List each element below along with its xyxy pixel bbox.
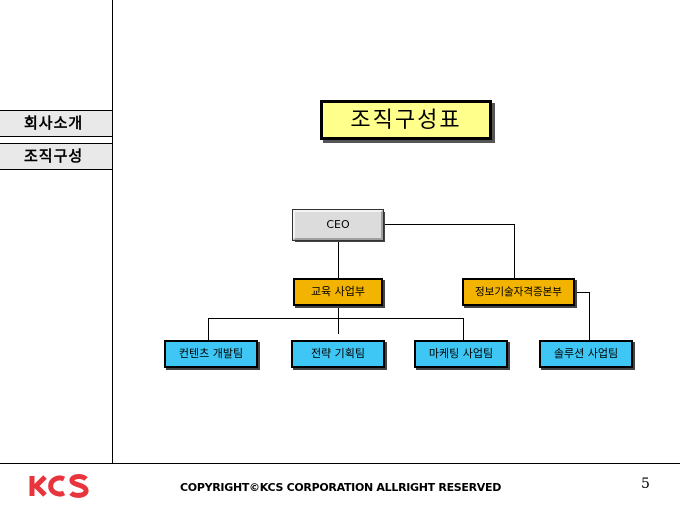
org-node-marketing-team: 마케팅 사업팀 <box>414 340 508 368</box>
connector-team-bar <box>208 318 464 319</box>
org-node-contents-team: 컨텐츠 개발팀 <box>164 340 258 368</box>
connector-edu-down <box>338 306 339 334</box>
connector-ceo-down <box>338 240 339 278</box>
connector-info-right <box>575 292 590 293</box>
sidebar-item-label: 회사소개 <box>24 114 84 132</box>
connector-solution <box>589 292 590 340</box>
org-node-ceo: CEO <box>292 209 384 241</box>
copyright-text: COPYRIGHT©KCS CORPORATION ALLRIGHT RESER… <box>180 481 502 494</box>
page-number: 5 <box>641 476 650 492</box>
connector-team1 <box>208 318 209 340</box>
sidebar-item-organization[interactable]: 조직구성 <box>0 143 112 170</box>
org-node-education-division: 교육 사업부 <box>293 278 383 306</box>
footer-divider <box>0 463 680 464</box>
connector-ceo-right <box>383 224 515 225</box>
org-node-strategy-team: 전략 기획팀 <box>291 340 385 368</box>
sidebar-item-company-intro[interactable]: 회사소개 <box>0 110 112 137</box>
kcs-logo <box>28 473 90 503</box>
page-title: 조직구성표 <box>320 100 492 140</box>
sidebar-divider <box>112 0 113 463</box>
org-node-solution-team: 솔루션 사업팀 <box>539 340 633 368</box>
org-node-info-tech-division: 정보기술자격증본부 <box>462 278 575 306</box>
connector-right-down <box>514 224 515 278</box>
connector-team3 <box>463 318 464 340</box>
sidebar-item-label: 조직구성 <box>24 147 84 165</box>
